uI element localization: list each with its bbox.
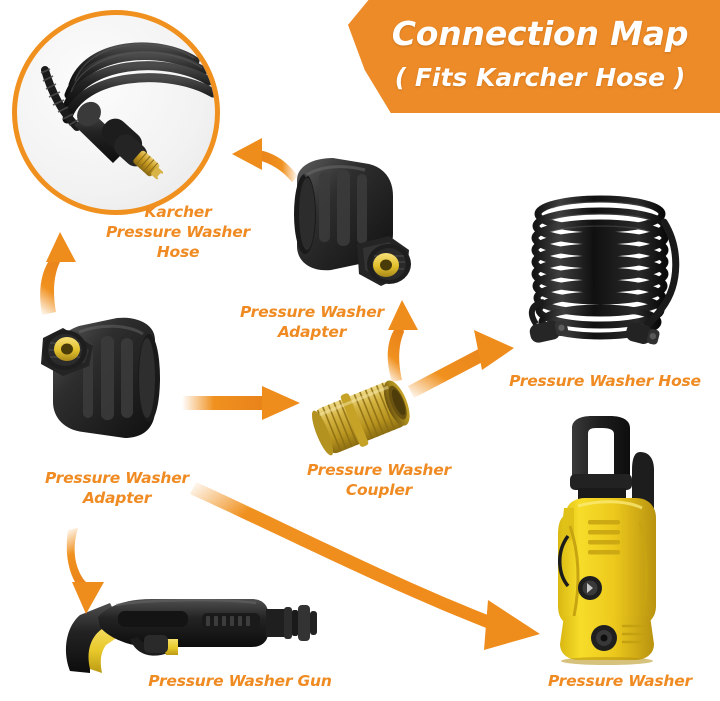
page-title: Connection Map xyxy=(391,14,689,53)
arrow-adapter-to-washer xyxy=(190,482,540,650)
label-adapter-left: Pressure Washer Adapter xyxy=(44,469,189,507)
label-adapter-top: Pressure Washer Adapter xyxy=(239,303,384,341)
label-hose-coil: Pressure Washer Hose xyxy=(509,372,701,390)
label-karcher-hose: Karcher Pressure Washer Hose xyxy=(105,203,250,261)
arrow-adapter-to-coupler xyxy=(182,386,300,420)
washer-image xyxy=(544,416,684,666)
arrow-adapter-to-gun xyxy=(66,528,104,614)
coupler-image xyxy=(310,378,420,458)
header-banner xyxy=(348,0,720,113)
label-gun: Pressure Washer Gun xyxy=(148,672,332,690)
label-washer: Pressure Washer xyxy=(547,672,692,690)
arrow-coupler-to-adapter-top xyxy=(387,300,418,382)
arrow-adapter-top-to-hose xyxy=(232,138,298,182)
page-subtitle: ( Fits Karcher Hose ) xyxy=(394,63,686,92)
karcher-hose-image xyxy=(12,10,220,215)
adapter-top-image xyxy=(285,152,415,297)
arrow-adapter-left-to-hose xyxy=(40,232,76,315)
hose-coil-image xyxy=(522,192,692,357)
arrow-coupler-to-hose-coil xyxy=(408,330,514,398)
adapter-left-image xyxy=(33,302,168,452)
label-coupler: Pressure Washer Coupler xyxy=(306,461,451,499)
gun-image xyxy=(56,593,321,681)
